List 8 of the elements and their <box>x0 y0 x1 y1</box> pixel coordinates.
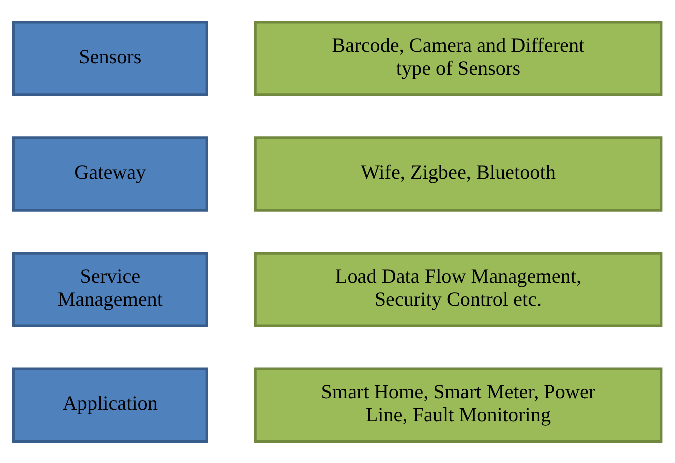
node-box: Sensors <box>12 20 208 96</box>
node-box: Application <box>12 367 208 442</box>
node-box: Gateway <box>12 136 208 212</box>
node-box: Wife, Zigbee, Bluetooth <box>254 136 663 212</box>
node-box: Service Management <box>12 252 208 327</box>
node-box: Load Data Flow Management, Security Control etc. <box>254 252 663 327</box>
node-box: Smart Home, Smart Meter, Power Line, Fault Monitoring <box>254 367 663 442</box>
node-box: Barcode, Camera and Different type of Sensors <box>254 20 663 96</box>
